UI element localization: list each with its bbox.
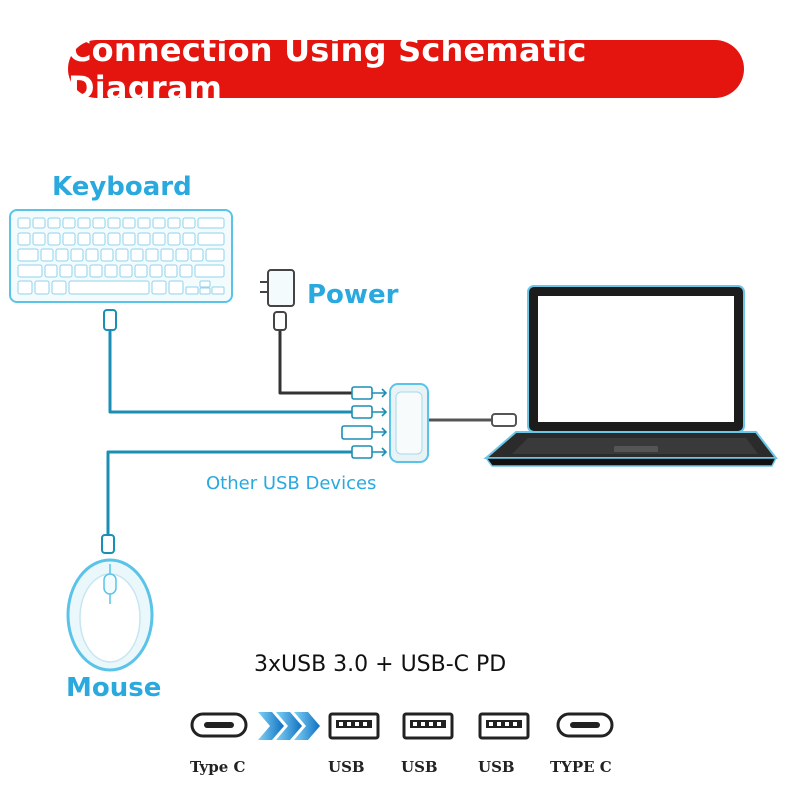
port-spec-text: 3xUSB 3.0 + USB-C PD (254, 652, 507, 677)
cables (106, 328, 494, 547)
keyboard-icon (9, 209, 233, 331)
port-label-usb-2: USB (401, 758, 438, 776)
power-label: Power (307, 280, 399, 310)
usb-a-port-icon (402, 712, 454, 740)
keyboard-label: Keyboard (52, 172, 192, 202)
keyboard-cable (108, 328, 362, 414)
port-label-type-c: Type C (190, 758, 246, 776)
port-label-usb-1: USB (328, 758, 365, 776)
usb-a-port-icon (328, 712, 380, 740)
mouse-label: Mouse (66, 673, 162, 703)
chevrons-arrow-icon (258, 712, 320, 740)
title-banner: Connection Using Schematic Diagram (68, 31, 744, 107)
mouse-icon (66, 534, 154, 672)
port-icons-row (190, 712, 614, 740)
page-title: Connection Using Schematic Diagram (68, 31, 587, 107)
usb-hub-icon (389, 383, 517, 463)
laptop-icon (483, 285, 779, 467)
power-cable (278, 328, 362, 395)
power-adapter-icon (260, 269, 295, 331)
hub-plugs (341, 386, 388, 459)
port-label-usb-3: USB (478, 758, 515, 776)
usb-a-port-icon (478, 712, 530, 740)
port-label-type-c-pd: TYPE C (550, 758, 612, 776)
other-usb-devices-label: Other USB Devices (206, 473, 377, 494)
mouse-cable (106, 450, 362, 547)
